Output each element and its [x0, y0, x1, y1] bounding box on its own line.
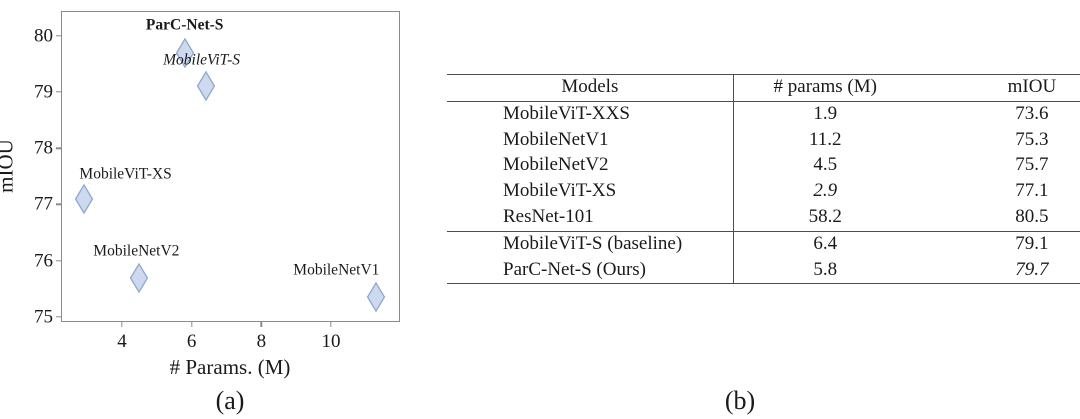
- y-tick-mark: [56, 260, 62, 262]
- plot-area: 75 76 77 78 79 80 4 6 8 10 ParC-Net-S MobileViT-S Mo…: [34, 11, 400, 351]
- cell-miou: 75.7: [1015, 154, 1049, 176]
- table-row: MobileNetV1 11.2 75.3: [447, 127, 1080, 154]
- cell-miou: 79.1: [1015, 232, 1049, 254]
- x-tick-mark: [121, 321, 123, 327]
- cell-params: 1.9: [732, 101, 917, 128]
- y-tick-label: 79: [34, 81, 53, 103]
- y-tick-mark: [56, 316, 62, 318]
- table-row: ResNet-101 58.2 80.5: [447, 204, 1080, 232]
- y-tick-mark: [56, 91, 62, 93]
- scatter-marker-diamond[interactable]: [367, 282, 386, 313]
- cell-params: 4.5: [732, 153, 917, 180]
- table-row: MobileViT-XS 2.9 77.1: [447, 179, 1080, 205]
- scatter-marker-diamond[interactable]: [130, 262, 149, 293]
- column-header-models: Models: [561, 76, 619, 97]
- table-header: Models # params (M) mIOU: [447, 74, 1080, 102]
- y-tick-label: 75: [34, 306, 53, 328]
- cell-params: 5.8: [732, 257, 917, 284]
- figure-b-caption: (b): [724, 386, 756, 415]
- y-tick-label: 76: [34, 250, 53, 272]
- x-tick-label: 8: [256, 331, 267, 352]
- figure-a-scatter-plot: mIOU 75 76 77 78 79 80 4 6 8 10 ParC-Net-S MobileVi…: [0, 0, 440, 419]
- cell-miou: 77.1: [1015, 180, 1049, 202]
- cell-model-name: ResNet-101: [503, 205, 594, 227]
- x-tick-mark: [190, 321, 193, 327]
- x-tick-mark: [260, 321, 263, 327]
- figure-a-caption: (a): [215, 386, 245, 415]
- cell-params: 11.2: [732, 127, 917, 154]
- scatter-point-label: MobileNetV2: [93, 241, 180, 259]
- scatter-point-label: MobileViT-S: [163, 51, 241, 69]
- cell-params: 58.2: [732, 204, 917, 232]
- scatter-marker-diamond[interactable]: [175, 37, 194, 68]
- cell-model-name: ParC-Net-S (Ours): [503, 258, 647, 280]
- cell-model-name: MobileNetV1: [503, 128, 609, 150]
- scatter-point-label: MobileNetV1: [293, 261, 380, 279]
- y-tick-label: 78: [34, 137, 53, 159]
- cell-model-name: MobileNetV2: [503, 154, 609, 176]
- y-axis-title: mIOU: [0, 139, 18, 193]
- scatter-marker-diamond[interactable]: [74, 183, 93, 214]
- cell-model-name: MobileViT-S (baseline): [503, 232, 683, 254]
- x-axis-title: # Params. (M): [169, 355, 291, 379]
- cell-miou: 80.5: [1015, 205, 1049, 227]
- scatter-point-label: MobileViT-XS: [79, 165, 172, 183]
- y-tick-mark: [56, 147, 62, 149]
- column-header-miou: mIOU: [1007, 76, 1057, 97]
- y-tick-mark: [56, 203, 62, 206]
- y-tick-mark: [56, 34, 62, 37]
- x-tick-mark: [330, 321, 332, 327]
- figure-b-results-table: Models # params (M) mIOU MobileViT-XXS 1.…: [440, 0, 1080, 419]
- y-tick-label: 80: [34, 25, 53, 47]
- y-tick-label: 77: [34, 193, 53, 215]
- cell-miou: 75.3: [1015, 128, 1049, 150]
- column-header-params: # params (M): [732, 74, 917, 102]
- scatter-marker-diamond[interactable]: [196, 71, 215, 102]
- table-row: MobileViT-XXS 1.9 73.6: [447, 101, 1080, 128]
- cell-model-name: MobileViT-XS: [503, 180, 617, 202]
- cell-model-name: MobileViT-XXS: [503, 102, 630, 124]
- scatter-point-label: ParC-Net-S: [145, 15, 224, 33]
- cell-miou: 79.7: [1015, 258, 1049, 280]
- cell-params: 6.4: [732, 231, 917, 258]
- cell-params: 2.9: [732, 179, 917, 205]
- table-row: ParC-Net-S (Ours) 5.8 79.7: [447, 257, 1080, 284]
- x-tick-label: 4: [117, 331, 127, 352]
- cell-miou: 73.6: [1015, 102, 1049, 124]
- x-tick-label: 10: [321, 331, 341, 352]
- results-table: Models # params (M) mIOU MobileViT-XXS 1.…: [447, 74, 1080, 284]
- table-row: MobileNetV2 4.5 75.7: [447, 153, 1080, 180]
- table-header-row: Models # params (M) mIOU: [447, 74, 1080, 102]
- table-row: MobileViT-S (baseline) 6.4 79.1: [447, 231, 1080, 258]
- x-tick-label: 6: [186, 331, 197, 352]
